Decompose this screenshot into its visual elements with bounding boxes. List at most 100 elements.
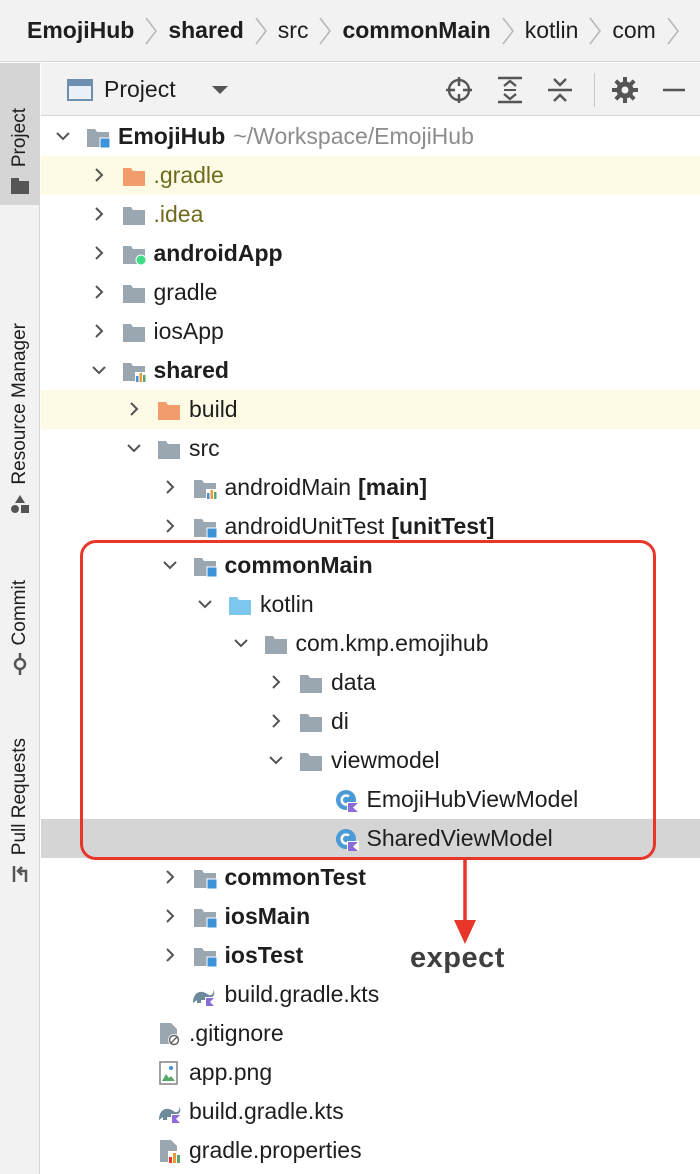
tree-node-label: EmojiHub~/Workspace/EmojiHub (118, 123, 474, 150)
node-name: data (331, 669, 376, 695)
chevron-right-icon[interactable] (163, 909, 177, 923)
tree-node-com-kmp-emojihub[interactable]: com.kmp.emojihub (41, 624, 700, 663)
tree-node-label: .gradle (154, 162, 224, 189)
chevron-down-icon[interactable] (198, 597, 212, 611)
folder-icon (122, 324, 145, 342)
tree-node-gradle[interactable]: .gradle (41, 156, 700, 195)
breadcrumb-item-commonmain[interactable]: commonMain (339, 16, 521, 46)
tree-node-label: viewmodel (331, 747, 440, 774)
chevron-right-icon[interactable] (92, 285, 106, 299)
node-path-hint: ~/Workspace/EmojiHub (233, 123, 474, 149)
chevron-right-icon[interactable] (163, 519, 177, 533)
node-name: di (331, 708, 349, 734)
breadcrumb-label: kotlin (524, 17, 579, 43)
chevron-right-icon[interactable] (163, 948, 177, 962)
tree-node-iosapp[interactable]: iosApp (41, 312, 700, 351)
breadcrumb-item-com[interactable]: com (609, 16, 686, 46)
breadcrumb-label: shared (168, 17, 244, 43)
node-name: androidMain (224, 474, 352, 500)
chevron-right-icon[interactable] (92, 246, 106, 260)
chevron-right-icon[interactable] (127, 402, 141, 416)
image-file-icon (159, 1061, 178, 1085)
source-set-icon (193, 558, 217, 578)
project-view-icon (67, 79, 93, 101)
chevron-down-icon[interactable] (56, 129, 70, 143)
tree-node-gradle-properties[interactable]: gradle.properties (41, 1131, 700, 1170)
tree-node-label: commonMain (225, 552, 373, 579)
gear-icon[interactable] (610, 75, 640, 105)
node-name: iosApp (153, 318, 224, 344)
tree-node-androidapp[interactable]: androidApp (41, 234, 700, 273)
chevron-down-icon[interactable] (233, 636, 248, 650)
chevron-down-icon[interactable] (127, 441, 141, 455)
tree-node-label: EmojiHubViewModel (367, 786, 579, 813)
node-name: commonTest (224, 864, 366, 890)
tree-node-label: iosTest (225, 942, 304, 969)
tree-node-app-png[interactable]: app.png (41, 1053, 700, 1092)
breadcrumb-separator-icon (145, 17, 158, 44)
tree-node-kotlin[interactable]: kotlin (41, 585, 700, 624)
node-name: .gitignore (189, 1020, 284, 1046)
breadcrumb-separator-icon (667, 17, 679, 44)
breadcrumb-label: EmojiHub (27, 17, 135, 43)
breadcrumb-item-kotlin[interactable]: kotlin (522, 16, 610, 46)
minimize-icon[interactable] (659, 75, 689, 105)
tree-node-data[interactable]: data (41, 663, 700, 702)
tree-node-gradle[interactable]: gradle (41, 273, 700, 312)
tree-node-label: androidMain[main] (225, 474, 428, 501)
tool-tab-label: Project (9, 107, 30, 167)
tree-node-iostest[interactable]: iosTest (41, 936, 700, 975)
shapes-icon (11, 495, 29, 513)
breadcrumb-item-shared[interactable]: shared (165, 16, 274, 46)
source-root-icon (229, 597, 251, 615)
chevron-right-icon[interactable] (92, 168, 106, 182)
chevron-right-icon[interactable] (92, 324, 106, 338)
tree-node-commontest[interactable]: commonTest (41, 858, 700, 897)
tree-node-iosmain[interactable]: iosMain (41, 897, 700, 936)
tool-tab-commit[interactable]: Commit (0, 533, 40, 683)
breadcrumb-item-src[interactable]: src (275, 16, 340, 46)
chevron-down-icon[interactable] (211, 85, 229, 95)
project-view-title[interactable]: Project (104, 76, 176, 102)
chevron-down-icon[interactable] (91, 363, 106, 377)
tree-node-androidmain[interactable]: androidMain[main] (41, 468, 700, 507)
breadcrumb-item-emojihub[interactable]: EmojiHub (24, 16, 165, 46)
chevron-down-icon[interactable] (269, 753, 283, 767)
expand-all-icon[interactable] (495, 75, 525, 105)
tool-tab-resource-manager[interactable]: Resource Manager (0, 223, 40, 523)
tree-node-build-gradle-kts[interactable]: build.gradle.kts (41, 1092, 700, 1131)
node-name: iosTest (224, 942, 304, 968)
tree-node-viewmodel[interactable]: viewmodel (41, 741, 700, 780)
breadcrumb-label: com (612, 17, 656, 43)
tree-node-sharedviewmodel[interactable]: SharedViewModel (41, 819, 700, 858)
excluded-folder-icon (122, 168, 145, 186)
source-set-chart-icon (193, 480, 217, 500)
tree-node-commonmain[interactable]: commonMain (41, 546, 700, 585)
tree-node-build-gradle-kts[interactable]: build.gradle.kts (41, 975, 700, 1014)
chevron-right-icon[interactable] (269, 714, 283, 728)
folder-icon (122, 207, 145, 225)
chevron-right-icon[interactable] (163, 480, 177, 494)
chevron-down-icon[interactable] (162, 558, 177, 572)
gradle-kts-icon (192, 990, 215, 1007)
chevron-right-icon[interactable] (163, 870, 177, 884)
tree-node-androidunittest[interactable]: androidUnitTest[unitTest] (41, 507, 700, 546)
source-set-tag: [main] (358, 474, 428, 500)
tree-node-shared[interactable]: shared (41, 351, 700, 390)
tree-node-di[interactable]: di (41, 702, 700, 741)
tree-node-idea[interactable]: .idea (41, 195, 700, 234)
tool-tab-pull-requests[interactable]: Pull Requests (0, 693, 40, 893)
tree-node-src[interactable]: src (41, 429, 700, 468)
tree-node-gitignore[interactable]: .gitignore (41, 1014, 700, 1053)
tree-node-emojihubviewmodel[interactable]: EmojiHubViewModel (41, 780, 700, 819)
chevron-right-icon[interactable] (269, 675, 283, 689)
collapse-all-icon[interactable] (545, 75, 575, 105)
source-set-icon (193, 909, 217, 929)
tool-tab-project[interactable]: Project (0, 63, 40, 205)
chevron-right-icon[interactable] (92, 207, 106, 221)
locate-icon[interactable] (444, 75, 474, 105)
tree-node-build[interactable]: build (41, 390, 700, 429)
tree-node-emojihub[interactable]: EmojiHub~/Workspace/EmojiHub (41, 117, 700, 156)
